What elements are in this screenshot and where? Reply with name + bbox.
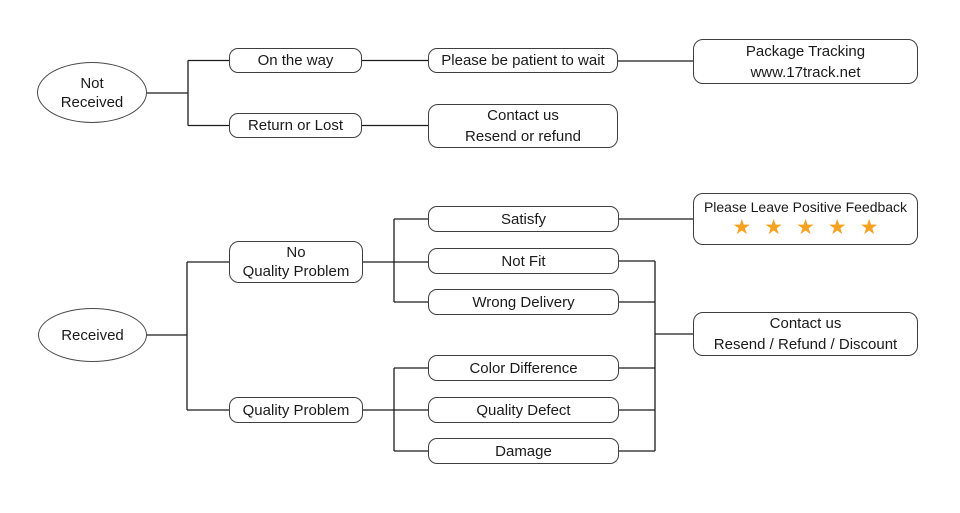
node-wrong-delivery: Wrong Delivery <box>428 289 619 315</box>
node-positive-feedback: Please Leave Positive Feedback ★★★★★ <box>693 193 918 245</box>
node-satisfy: Satisfy <box>428 206 619 232</box>
node-wrong-delivery-label: Wrong Delivery <box>472 293 575 311</box>
node-not-fit: Not Fit <box>428 248 619 274</box>
node-return-or-lost-label: Return or Lost <box>247 117 344 134</box>
node-be-patient: Please be patient to wait <box>428 48 618 73</box>
node-no-quality-problem: No Quality Problem <box>229 241 363 283</box>
node-color-difference-label: Color Difference <box>469 359 578 377</box>
node-quality-defect: Quality Defect <box>428 397 619 423</box>
node-received: Received <box>38 308 147 362</box>
node-received-label: Received <box>61 326 124 344</box>
node-package-tracking: Package Tracking www.17track.net <box>693 39 918 84</box>
node-package-tracking-url: www.17track.net <box>750 63 861 81</box>
node-on-the-way-label: On the way <box>257 52 334 69</box>
five-star-rating-icon: ★★★★★ <box>732 216 892 239</box>
node-contact-discount-line1: Contact us <box>769 315 842 332</box>
node-contact-discount-line2: Resend / Refund / Discount <box>713 336 898 353</box>
node-not-fit-label: Not Fit <box>501 252 546 270</box>
node-not-received-label-line2: Received <box>60 93 124 111</box>
node-contact-resend-refund: Contact us Resend or refund <box>428 104 618 148</box>
node-return-or-lost: Return or Lost <box>229 113 362 138</box>
node-quality-problem-label: Quality Problem <box>242 401 350 419</box>
node-on-the-way: On the way <box>229 48 362 73</box>
node-contact-resend-refund-line2: Resend or refund <box>465 128 581 145</box>
node-positive-feedback-label: Please Leave Positive Feedback <box>703 199 908 215</box>
node-satisfy-label: Satisfy <box>500 210 546 228</box>
node-contact-resend-refund-discount: Contact us Resend / Refund / Discount <box>693 312 918 356</box>
node-package-tracking-label: Package Tracking <box>745 42 866 60</box>
node-not-received: Not Received <box>37 62 147 123</box>
node-no-quality-problem-line2: Quality Problem <box>242 263 350 280</box>
node-quality-defect-label: Quality Defect <box>476 401 571 419</box>
node-be-patient-label: Please be patient to wait <box>441 52 605 69</box>
node-contact-resend-refund-line1: Contact us <box>487 107 559 124</box>
node-damage-label: Damage <box>495 442 552 460</box>
node-color-difference: Color Difference <box>428 355 619 381</box>
node-quality-problem: Quality Problem <box>229 397 363 423</box>
node-not-received-label-line1: Not <box>80 74 104 92</box>
node-damage: Damage <box>428 438 619 464</box>
node-no-quality-problem-line1: No <box>286 244 306 261</box>
